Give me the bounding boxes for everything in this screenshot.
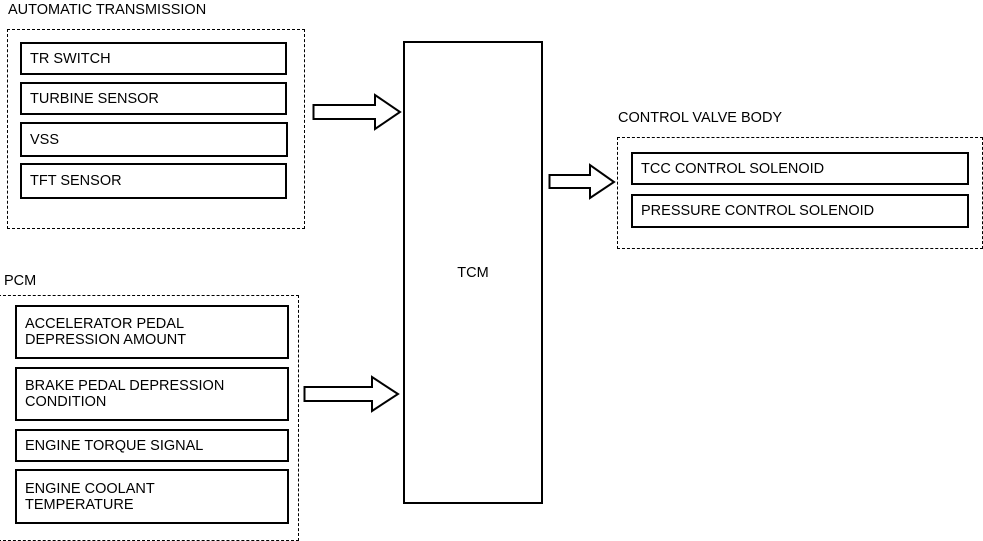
brake-pedal-box: BRAKE PEDAL DEPRESSION CONDITION bbox=[15, 367, 289, 421]
tr-switch-box: TR SWITCH bbox=[20, 42, 287, 75]
arrow-pcm-to-tcm-icon bbox=[303, 375, 400, 413]
tr-switch-label: TR SWITCH bbox=[30, 50, 111, 67]
accelerator-pedal-box: ACCELERATOR PEDAL DEPRESSION AMOUNT bbox=[15, 305, 289, 359]
control-valve-body-title: CONTROL VALVE BODY bbox=[618, 110, 783, 126]
brake-pedal-label: BRAKE PEDAL DEPRESSION CONDITION bbox=[25, 378, 225, 410]
tcm-box: TCM bbox=[403, 41, 543, 504]
arrow-tcm-to-cvb-icon bbox=[548, 163, 616, 200]
turbine-sensor-box: TURBINE SENSOR bbox=[20, 82, 287, 115]
pcm-title: PCM bbox=[4, 273, 37, 289]
engine-torque-label: ENGINE TORQUE SIGNAL bbox=[25, 437, 204, 454]
tcm-label: TCM bbox=[457, 264, 489, 281]
engine-coolant-box: ENGINE COOLANT TEMPERATURE bbox=[15, 469, 289, 524]
tft-sensor-label: TFT SENSOR bbox=[30, 173, 122, 189]
engine-torque-box: ENGINE TORQUE SIGNAL bbox=[15, 429, 289, 462]
pressure-control-solenoid-box: PRESSURE CONTROL SOLENOID bbox=[631, 194, 969, 228]
tft-sensor-box: TFT SENSOR bbox=[20, 163, 287, 199]
tcc-control-solenoid-box: TCC CONTROL SOLENOID bbox=[631, 152, 969, 185]
arrow-at-to-tcm-icon bbox=[312, 93, 402, 131]
vss-box: VSS bbox=[20, 122, 288, 157]
vss-label: VSS bbox=[30, 131, 60, 148]
automatic-transmission-group bbox=[7, 29, 305, 229]
turbine-sensor-label: TURBINE SENSOR bbox=[30, 90, 159, 107]
engine-coolant-label: ENGINE COOLANT TEMPERATURE bbox=[25, 480, 155, 513]
pressure-control-solenoid-label: PRESSURE CONTROL SOLENOID bbox=[641, 203, 875, 219]
accelerator-pedal-label: ACCELERATOR PEDAL DEPRESSION AMOUNT bbox=[25, 316, 187, 348]
automatic-transmission-title: AUTOMATIC TRANSMISSION bbox=[8, 2, 207, 18]
tcc-control-solenoid-label: TCC CONTROL SOLENOID bbox=[641, 160, 825, 177]
